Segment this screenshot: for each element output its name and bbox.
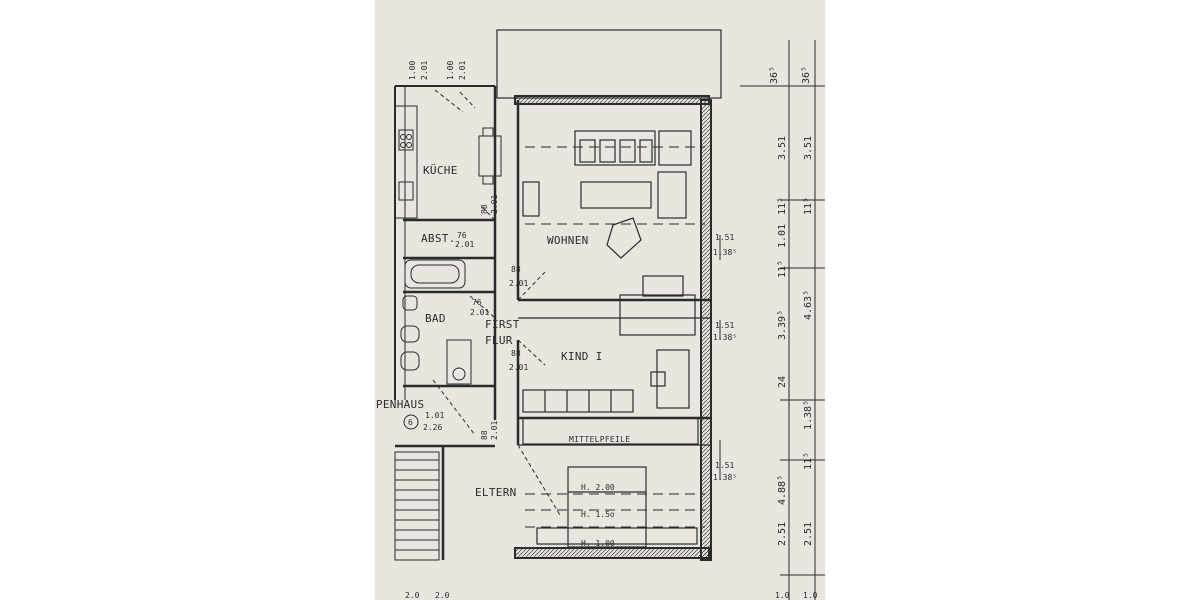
window-2-height: 1.38⁵ — [713, 333, 737, 342]
top-dim-3: 1.00 — [446, 61, 455, 80]
label-first: FIRST — [485, 318, 520, 331]
right-col2-dim-2: 11⁵ — [803, 197, 814, 215]
label-mittelpfeiler: MITTELPFEILE — [569, 435, 630, 444]
stair-door-height: 2.26 — [423, 423, 442, 432]
label-wohnen: WOHNEN — [547, 234, 589, 247]
abst-door-height: 2.01 — [455, 240, 474, 249]
bottom-dim-4: 1.0 — [803, 591, 818, 600]
dimension-lines — [405, 40, 825, 600]
label-kueche: KÜCHE — [423, 164, 458, 177]
kind-furniture — [522, 349, 699, 445]
height-label-3: H. 1.00 — [581, 539, 615, 548]
kueche-door-height: 2.01 — [490, 195, 499, 214]
stairs — [394, 451, 440, 561]
window-3-width: 1.51 — [715, 461, 734, 470]
window-1-width: 1.51 — [715, 233, 734, 242]
stair-marker-circle — [403, 414, 419, 430]
eltern-door-height: 2.01 — [490, 421, 499, 440]
right-top-dim-2: 36⁵ — [801, 66, 812, 84]
bottom-dim-3: 1.0 — [775, 591, 790, 600]
right-col1-dim-8: 2.51 — [777, 522, 788, 546]
right-col1-dim-3: 1.01 — [777, 224, 788, 248]
window-1-height: 1.38⁵ — [713, 248, 737, 257]
height-label-1: H. 2.00 — [581, 483, 615, 492]
right-col1-dim-4: 11⁵ — [777, 260, 788, 278]
beam-lines — [525, 146, 705, 528]
label-abst: ABST. — [421, 232, 456, 245]
top-dim-4: 2.01 — [458, 61, 467, 80]
bath-fixtures — [400, 259, 472, 385]
kueche-door-width: 88 — [480, 204, 489, 214]
stair-marker-number: 6 — [408, 418, 413, 427]
top-dim-2: 2.01 — [420, 61, 429, 80]
kitchen-fixtures — [394, 105, 502, 219]
bottom-dim-2: 2.0 — [435, 591, 450, 600]
label-eltern: ELTERN — [475, 486, 517, 499]
floor-plan-photo: KÜCHE WOHNEN ABST. BAD FIRST FLUR KIND I… — [375, 0, 825, 600]
wohnen-door-height: 2.01 — [509, 279, 528, 288]
bad-door-height: 2.01 — [470, 308, 489, 317]
right-col1-dim-1: 3.51 — [777, 136, 788, 160]
right-col1-dim-2: 11⁵ — [777, 197, 788, 215]
right-col2-dim-4: 1.38⁵ — [803, 400, 814, 430]
right-top-dim-1: 36⁵ — [769, 66, 780, 84]
right-col2-dim-5: 11⁵ — [803, 452, 814, 470]
eltern-bed — [536, 466, 698, 548]
label-bad: BAD — [425, 312, 446, 325]
label-flur: FLUR — [485, 334, 513, 347]
kind-door-width: 88 — [511, 349, 521, 358]
door-swings — [432, 89, 561, 516]
window-3-height: 1.38⁵ — [713, 473, 737, 482]
right-col1-dim-7: 4.88⁵ — [777, 475, 788, 505]
right-col1-dim-6: 24 — [777, 376, 788, 388]
wohnen-door-width: 88 — [511, 265, 521, 274]
stair-door-width: 1.01 — [425, 411, 444, 420]
eltern-door-width: 88 — [480, 430, 489, 440]
bad-door-width: 76 — [472, 298, 482, 307]
right-col1-dim-5: 3.39⁵ — [777, 310, 788, 340]
right-col2-dim-1: 3.51 — [803, 136, 814, 160]
right-col2-dim-6: 2.51 — [803, 522, 814, 546]
label-treppenhaus: PPENHAUS — [375, 398, 424, 411]
kind-door-height: 2.01 — [509, 363, 528, 372]
right-col2-dim-3: 4.63⁵ — [803, 290, 814, 320]
window-2-width: 1.51 — [715, 321, 734, 330]
living-furniture — [522, 130, 696, 336]
interior-walls — [395, 86, 710, 560]
top-dim-1: 1.00 — [408, 61, 417, 80]
bottom-dim-1: 2.0 — [405, 591, 420, 600]
height-label-2: H. 1.5o — [581, 510, 615, 519]
floor-plan: KÜCHE WOHNEN ABST. BAD FIRST FLUR KIND I… — [375, 29, 825, 600]
abst-door-width: 76 — [457, 231, 467, 240]
label-kind: KIND I — [561, 350, 603, 363]
